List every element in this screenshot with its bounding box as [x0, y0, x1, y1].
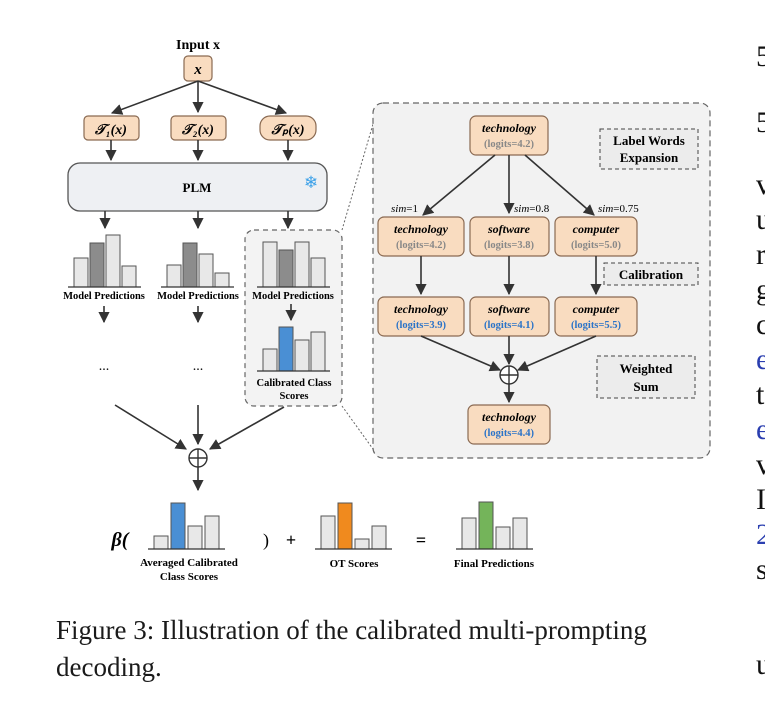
snowflake-icon: ❄ — [304, 173, 318, 192]
label-words-expansion-1: Label Words — [613, 133, 685, 148]
calibration-label: Calibration — [619, 267, 684, 282]
final-predictions-label: Final Predictions — [454, 558, 535, 570]
result-word: technology — [482, 410, 537, 424]
template-label-1: 𝒯₁(x) — [94, 123, 127, 138]
root-word: technology — [482, 121, 537, 135]
expanded-logits-1: (logits=4.2) — [396, 240, 447, 251]
weighted-sum-label-2: Sum — [633, 379, 658, 394]
prediction-chart-2 — [161, 242, 234, 288]
input-label: Input x — [176, 38, 220, 53]
figure-caption: Figure 3: Illustration of the calibrated… — [56, 615, 647, 682]
calibrated-scores-label-2: Scores — [280, 391, 309, 402]
ellipsis-2: ... — [193, 359, 204, 374]
averaged-scores-chart — [148, 502, 225, 550]
label-words-expansion-2: Expansion — [620, 150, 679, 165]
sim-label-1: sim=1 — [391, 203, 418, 215]
model-predictions-label-3: Model Predictions — [252, 291, 334, 302]
calibrated-logits-1: (logits=3.9) — [396, 320, 447, 331]
expanded-word-2: software — [487, 222, 531, 236]
label-words-expansion-box — [599, 128, 699, 170]
input-node-label: x — [193, 62, 202, 78]
ot-scores-chart — [315, 502, 392, 550]
sim-label-2: sim=0.8 — [514, 203, 550, 215]
sim-label-3: sim=0.75 — [598, 203, 639, 215]
plm-label: PLM — [183, 180, 212, 195]
prediction-chart-3 — [257, 241, 330, 288]
calibration-box — [603, 262, 699, 286]
expanded-logits-3: (logits=5.0) — [571, 240, 622, 251]
result-node — [467, 404, 551, 445]
expanded-word-1: technology — [394, 222, 449, 236]
prediction-chart-1 — [68, 234, 141, 288]
calibrated-logits-2: (logits=4.1) — [484, 320, 535, 331]
expanded-logits-2: (logits=3.8) — [484, 240, 535, 251]
plus-sign: + — [286, 530, 296, 550]
calibrated-scores-chart — [257, 326, 330, 372]
calibrated-word-3: computer — [573, 302, 620, 316]
close-paren: ) — [263, 530, 269, 551]
weighted-sum-label-1: Weighted — [620, 361, 673, 376]
ot-scores-label: OT Scores — [330, 558, 380, 570]
result-logits: (logits=4.4) — [484, 428, 535, 439]
final-predictions-chart — [456, 501, 533, 550]
calibrated-scores-label-1: Calibrated Class — [257, 378, 332, 389]
weighted-sum-box — [596, 355, 696, 399]
template-label-p: 𝒯ₚ(x) — [270, 123, 304, 138]
calibrated-word-1: technology — [394, 302, 449, 316]
averaged-label-2: Class Scores — [160, 571, 219, 583]
model-predictions-label-2: Model Predictions — [157, 291, 239, 302]
root-logits: (logits=4.2) — [484, 139, 535, 150]
calibrated-word-2: software — [487, 302, 531, 316]
expanded-word-3: computer — [573, 222, 620, 236]
averaged-label-1: Averaged Calibrated — [140, 557, 238, 569]
beta-symbol: β( — [111, 529, 130, 551]
template-label-2: 𝒯₂(x) — [181, 123, 214, 138]
model-predictions-label-1: Model Predictions — [63, 291, 145, 302]
calibrated-logits-3: (logits=5.5) — [571, 320, 622, 331]
ellipsis-1: ... — [99, 359, 110, 374]
equals-sign: = — [416, 530, 426, 550]
